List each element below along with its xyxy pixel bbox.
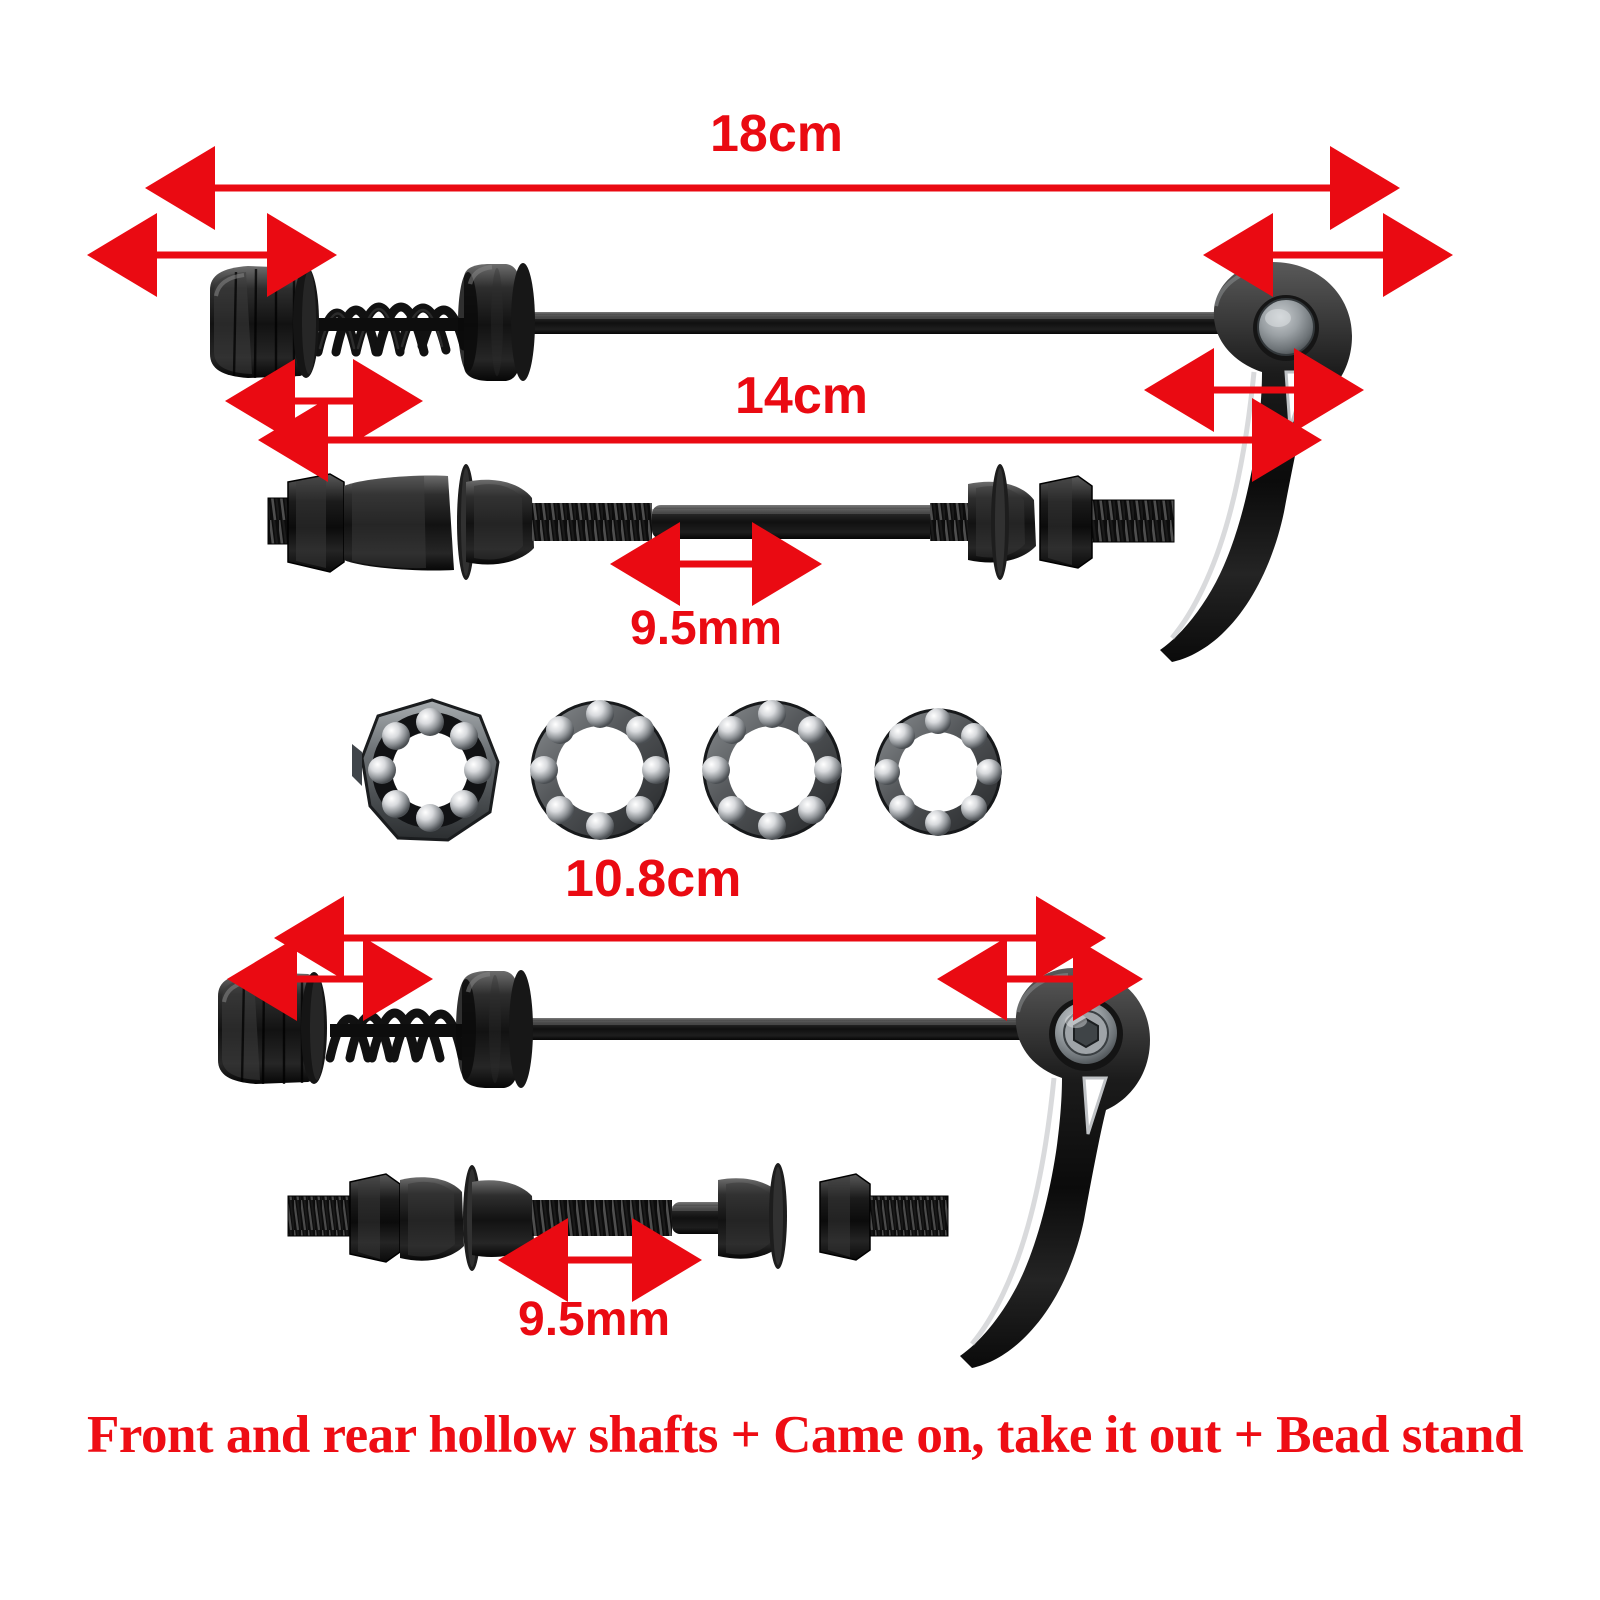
dimension-10-8cm (227, 896, 1143, 1021)
part-bearing-retainers (352, 698, 1002, 842)
front-skewer-end-cap (456, 970, 533, 1088)
bearing-retainer-3 (702, 700, 842, 840)
dimension-label-18cm: 18cm (710, 105, 843, 163)
part-front-quick-release-skewer (218, 968, 1150, 1368)
dimension-18cm (87, 146, 1453, 297)
dimension-label-9-5mm-rear: 9.5mm (630, 602, 783, 655)
dimension-label-9-5mm-front: 9.5mm (518, 1293, 671, 1346)
bearing-retainer-2 (530, 700, 670, 840)
product-caption: Front and rear hollow shafts + Came on, … (87, 1406, 1523, 1464)
bearing-retainer-1 (352, 698, 500, 842)
skewer-end-cap (458, 263, 535, 381)
bearing-retainer-4 (874, 708, 1002, 836)
dimension-14cm (225, 348, 1364, 482)
dimension-label-14cm: 14cm (735, 367, 868, 425)
dimension-label-10-8cm: 10.8cm (565, 850, 742, 908)
part-rear-hollow-axle (267, 464, 1175, 580)
